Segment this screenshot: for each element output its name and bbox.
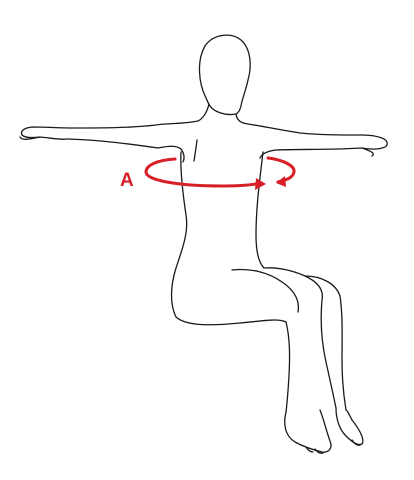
arrow-head-front	[255, 178, 266, 190]
far-leg-outline	[304, 275, 347, 411]
measurement-a: A	[120, 156, 296, 191]
body-outline	[19, 34, 388, 454]
left-arm-top	[20, 103, 210, 139]
measurement-label-a: A	[120, 170, 134, 191]
measurement-loop-front	[266, 156, 296, 184]
right-foot-toes	[351, 439, 361, 446]
right-arm-bottom	[259, 147, 363, 159]
measurement-loop-back	[144, 157, 258, 188]
right-arm-top	[235, 113, 388, 149]
chest-line	[193, 139, 198, 162]
left-foot-toes	[305, 446, 324, 454]
thigh-inner-line	[231, 268, 300, 313]
torso-left-side	[170, 151, 291, 413]
arrow-head-back	[276, 176, 286, 187]
left-hand	[19, 136, 69, 140]
right-foot	[335, 407, 364, 446]
head-outline	[198, 34, 251, 116]
right-hand	[361, 147, 383, 157]
left-arm-bottom	[67, 138, 185, 163]
left-foot	[284, 409, 332, 453]
